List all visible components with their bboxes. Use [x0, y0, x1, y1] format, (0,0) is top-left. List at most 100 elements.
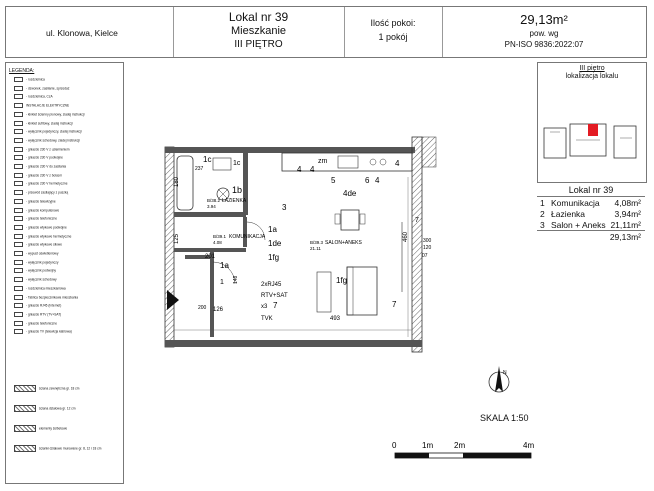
- room-bath-area: 3.94: [207, 204, 216, 209]
- room-living-no: B/39.3: [310, 240, 324, 245]
- unit-type: Mieszkanie: [230, 25, 287, 37]
- floor-plan: 180 237 125 201 148 126 493 460 300 120 …: [164, 136, 437, 353]
- legend-item: INSTALACJE ELEKTRYCZNE: [14, 103, 69, 109]
- rooms-value: 1 pokój: [378, 32, 408, 42]
- sym-7-b: 7: [392, 300, 397, 309]
- legend-text: - wyłącznik pojedynczy, ziadej instrukcj…: [26, 129, 82, 134]
- key-plan: [543, 123, 637, 159]
- legend-text: - rozdzielnica, CzA: [26, 94, 53, 99]
- dim-300: 300: [423, 238, 432, 244]
- row-area: 21,11m²: [610, 220, 641, 230]
- legend-text: - gniazdo telefoniczne: [26, 216, 58, 221]
- scale-bar: 0 1m 2m 4m: [392, 441, 534, 459]
- rooms-label: Ilość pokoi:: [370, 18, 416, 28]
- area-value: 29,13m²: [520, 12, 568, 27]
- scale-tick-1: 1m: [422, 441, 433, 450]
- legend-panel: LEGENDA: - rozdzielnica- dzwonek, zasila…: [5, 62, 124, 484]
- legend-text: - gniazdo RJ45 (Internet): [26, 303, 62, 308]
- legend-text: - wyłącznik podwójny: [26, 268, 56, 273]
- legend-item: - gniazdo RJ45 (Internet): [14, 303, 62, 309]
- wall-top: [165, 147, 415, 153]
- dim-126: 126: [213, 307, 224, 313]
- scale-label: SKALA 1:50: [480, 413, 529, 423]
- legend-item: - Tablica bezpiecznikowa mieszkania: [14, 294, 79, 300]
- legend-text: - gniazdo komputerowe: [26, 207, 60, 212]
- legend-text: - Tablica bezpiecznikowa mieszkania: [26, 294, 79, 299]
- legend-text: - wyłącznik schodowy: [26, 277, 57, 282]
- legend-symbol-icon: [14, 320, 23, 326]
- sym-4de: 4de: [343, 189, 357, 198]
- legend-item: - kinkiet ścienny pionowy, ziadej instru…: [14, 111, 85, 117]
- legend-symbol-icon: [14, 242, 23, 248]
- legend-item: - gniazdo 230 V z uziemieniem: [14, 146, 70, 152]
- row-name: Łazienka: [551, 209, 586, 219]
- sym-3: 3: [282, 203, 287, 212]
- legend-text: - wypust oświetleniowy: [26, 251, 59, 256]
- legend-item: - przewód zasilający z puszką: [14, 190, 69, 196]
- legend-item: - rozdzielnica, CzA: [14, 94, 53, 100]
- scale-tick-4: 4m: [523, 441, 534, 450]
- legend-item: - kinkiet sufitowy, ziadej instrukcji: [14, 120, 73, 126]
- sym-1c-b: 1c: [233, 160, 241, 167]
- sym-1c-a: 1c: [203, 155, 211, 164]
- legend-text: - przewód zasilający z puszką: [26, 190, 69, 195]
- dim-148: 148: [233, 275, 239, 284]
- legend-item: ścianki działowe murowane gr. 8, 12 i 18…: [14, 445, 101, 452]
- legend-symbol-icon: [14, 77, 23, 82]
- legend-symbol-icon: [14, 277, 23, 283]
- locator-floor: III piętro: [579, 65, 605, 72]
- legend-item: - gniazdo 230 V podwójne: [14, 155, 63, 161]
- dim-120: 120: [423, 245, 432, 251]
- unit-highlight: [588, 124, 598, 136]
- legend-text: - gniazdo RTV (TV+SAT): [26, 312, 62, 317]
- sym-1: 1: [220, 279, 224, 286]
- legend-item: - gniazdo wtykowe siłowe: [14, 242, 62, 248]
- legend-title: LEGENDA:: [9, 68, 35, 74]
- sym-4-d: 4: [395, 159, 400, 168]
- legend-symbol-icon: [14, 198, 23, 204]
- sym-1a-a: 1a: [268, 225, 277, 234]
- legend-symbol-icon: [14, 155, 23, 161]
- dim-460: 460: [403, 231, 409, 242]
- legend-symbol-icon: [14, 190, 23, 196]
- sym-4-c: 4: [375, 176, 380, 185]
- legend-symbol-icon: [14, 329, 23, 335]
- table-total: 29,13m²: [609, 232, 641, 242]
- legend-item: - gniazdo 230 V z bolcem: [14, 172, 62, 178]
- legend-text: - gniazdo 230 V do zasilania: [26, 164, 67, 169]
- legend-symbol-icon: [14, 303, 23, 309]
- row-name: Salon + Aneks: [551, 220, 606, 230]
- legend-text: - gniazdo wtykowe podwójne: [26, 225, 67, 230]
- legend-item: - gniazdo 230 V hermetyczne: [14, 181, 67, 187]
- sym-7-a: 7: [415, 217, 419, 224]
- legend-symbol-icon: [14, 294, 23, 300]
- legend-item: ściana zewnętrzna gr. 18 cm: [14, 385, 79, 392]
- legend-text: - gniazdo wtykowe hermetyczne: [26, 233, 72, 238]
- legend-symbol-icon: [14, 385, 36, 392]
- row-area: 3,94m²: [614, 209, 641, 219]
- legend-text: - gniazdo 230 V z uziemieniem: [26, 146, 70, 151]
- north-arrow-icon: N: [488, 366, 510, 393]
- room-bath-label: ŁAZIENKA: [222, 198, 247, 204]
- sym-7-c: 7: [273, 301, 278, 310]
- legend-symbol-icon: [14, 137, 23, 143]
- sym-1fg-b: 1fg: [336, 276, 347, 285]
- legend-text: elementy żelbetowe: [39, 426, 68, 431]
- legend-item: - gniazdo komputerowe: [14, 207, 60, 213]
- legend-symbol-icon: [14, 85, 23, 91]
- legend-text: - wyłącznik schodowy, ziadej instrukcji: [26, 138, 80, 143]
- legend-item: - gniazdo telewizyjne: [14, 198, 56, 204]
- legend-text: - gniazdo telefoniczne: [26, 320, 58, 325]
- legend-text: - kinkiet ścienny pionowy, ziadej instru…: [26, 112, 85, 117]
- legend-item: - rozdzielnica mieszkaniowa: [14, 285, 66, 291]
- area-standard: PN-ISO 9836:2022:07: [504, 40, 584, 49]
- legend-symbol-icon: [14, 207, 23, 213]
- sym-5: 5: [331, 176, 336, 185]
- scale-tick-2: 2m: [454, 441, 465, 450]
- legend-item: ściana działowa gr. 12 cm: [14, 405, 76, 412]
- legend-item: - gniazdo wtykowe hermetyczne: [14, 233, 72, 239]
- legend-symbol-icon: [14, 129, 23, 135]
- socket-x3: x3: [261, 304, 268, 310]
- legend-text: - rozdzielnica: [26, 77, 45, 82]
